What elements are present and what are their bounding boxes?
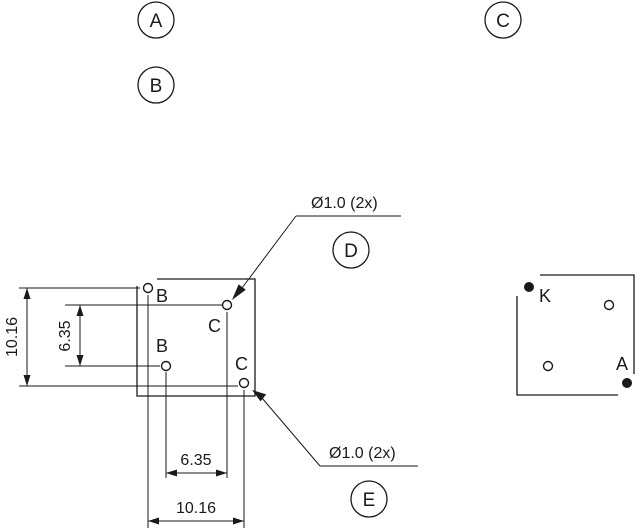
view-bubble-d	[332, 231, 370, 269]
pin-label-c-upper: C	[208, 316, 221, 336]
dimension-height-inner: 6.35	[57, 305, 84, 366]
view-bubble-b: B	[137, 66, 175, 104]
pin-label-k: K	[539, 286, 551, 306]
view-bubble-c-label: C	[496, 11, 510, 32]
dimension-width-inner: 6.35	[166, 452, 227, 477]
pin-label-b-mid: B	[156, 336, 168, 356]
view-bubble-d-label: D	[344, 241, 358, 262]
polarity-outline-bottom-left	[516, 296, 618, 396]
callout-lower: Ø1.0 (2x) E	[252, 390, 418, 518]
view-bubble-a: A	[137, 1, 175, 39]
view-bubble-e	[350, 480, 388, 518]
dimension-height-outer-label: 10.16	[4, 317, 21, 357]
dimension-height-outer: 10.16	[4, 288, 31, 386]
footprint-view: B C B C	[19, 278, 256, 528]
pin-label-a: A	[616, 354, 628, 374]
pin-label-c-lower: C	[235, 354, 248, 374]
pin-label-b-top: B	[156, 286, 168, 306]
view-bubble-b-label: B	[150, 76, 163, 97]
callout-upper: Ø1.0 (2x) D	[232, 195, 401, 300]
callout-upper-leader	[241, 215, 297, 289]
polarity-view: K A	[516, 274, 635, 396]
callout-lower-leader	[261, 397, 321, 467]
dimension-width-outer-label: 10.16	[176, 500, 216, 517]
pin-hole-c-lower	[238, 377, 250, 389]
footprint-outline	[136, 278, 256, 397]
dimension-width-inner-label: 6.35	[180, 452, 211, 469]
callout-upper-text: Ø1.0 (2x)	[311, 195, 378, 212]
dimension-width-outer: 10.16	[148, 500, 244, 525]
view-bubble-e-label: E	[363, 490, 376, 511]
pin-hole-b-mid	[160, 360, 172, 372]
polarity-outline-top-right	[540, 274, 635, 374]
callout-upper-arrowhead	[232, 284, 246, 300]
pin-hole-lower-left	[542, 360, 554, 372]
pin-hole-upper-right	[603, 299, 615, 311]
pin-dot-k	[524, 282, 534, 292]
dimension-height-inner-label: 6.35	[57, 320, 74, 351]
callout-lower-text: Ø1.0 (2x)	[329, 445, 396, 462]
view-bubble-a-label: A	[150, 11, 163, 32]
pin-hole-c-upper	[221, 299, 233, 311]
view-bubble-c: C	[484, 1, 522, 39]
pin-dot-a	[622, 378, 632, 388]
pin-hole-b-top	[142, 282, 154, 294]
